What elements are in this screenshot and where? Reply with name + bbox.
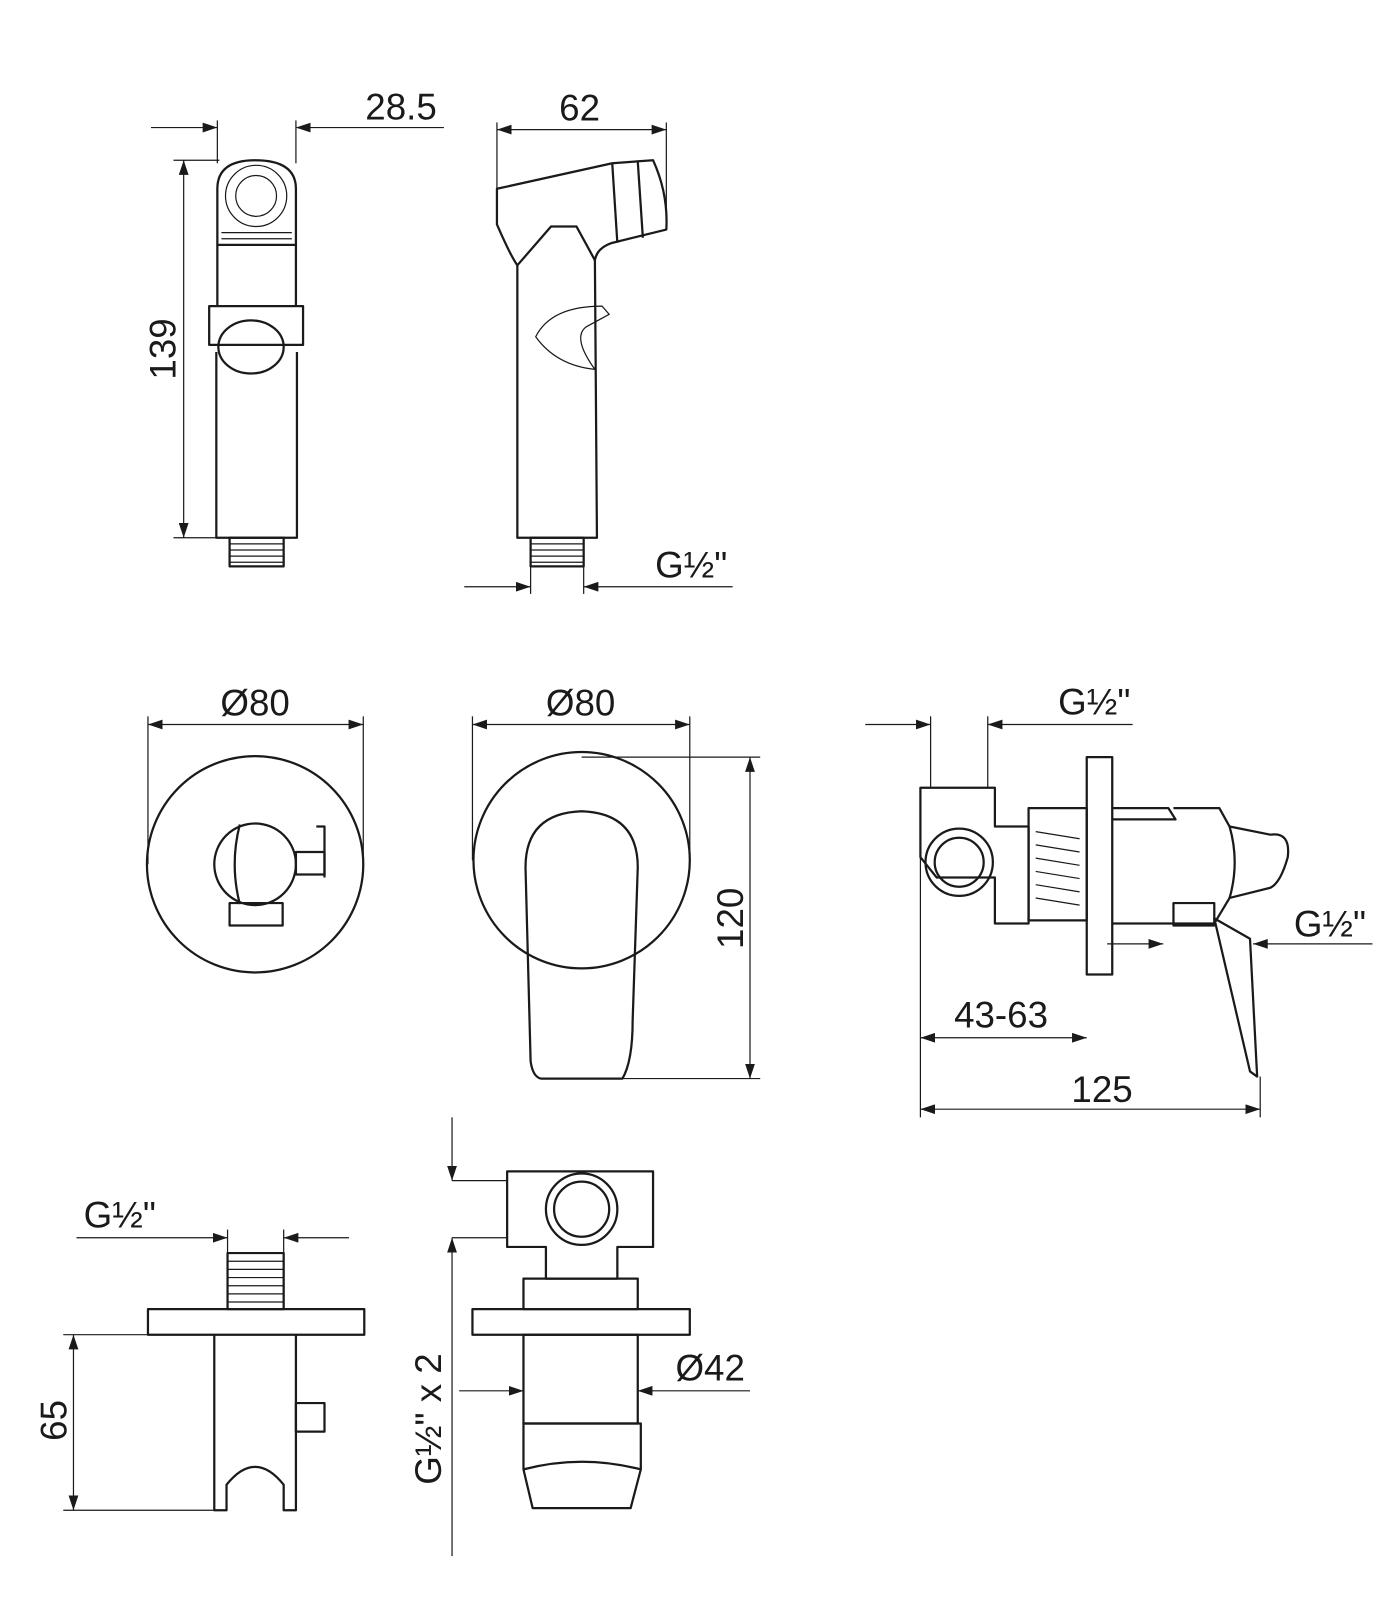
dim-depth: 62 <box>559 87 600 128</box>
mixer-front-view: Ø80 120 <box>471 682 761 1080</box>
dim-thread: G½" <box>655 545 727 586</box>
holder-side-view: G½" 65 <box>33 1195 366 1512</box>
dim-height: 139 <box>143 318 184 379</box>
dim-wall-depth: 43-63 <box>954 995 1048 1036</box>
dim-outlet-thread: G½" <box>1294 904 1366 945</box>
dim-body-threads: G½" x 2 <box>408 1353 449 1484</box>
dim-holder-thread: G½" <box>84 1195 156 1236</box>
holder-front-view: Ø80 <box>145 682 365 974</box>
dim-plate-left: Ø80 <box>220 682 289 723</box>
dim-width: 28.5 <box>365 86 436 127</box>
dim-top-thread: G½" <box>1058 681 1130 722</box>
handset-side-view: 62 G½" <box>464 87 733 594</box>
dim-holder-height: 65 <box>33 1400 74 1441</box>
dim-mixer-height: 120 <box>710 888 751 949</box>
handset-front-view: 28.5 139 <box>143 86 444 568</box>
mixer-side-view: G½" G½" 43-63 125 <box>865 681 1373 1118</box>
dim-total-depth: 125 <box>1071 1069 1132 1110</box>
valve-body-view: G½" x 2 Ø42 <box>408 1117 750 1557</box>
dim-plate-right: Ø80 <box>546 682 615 723</box>
dim-body-diameter: Ø42 <box>676 1348 745 1389</box>
